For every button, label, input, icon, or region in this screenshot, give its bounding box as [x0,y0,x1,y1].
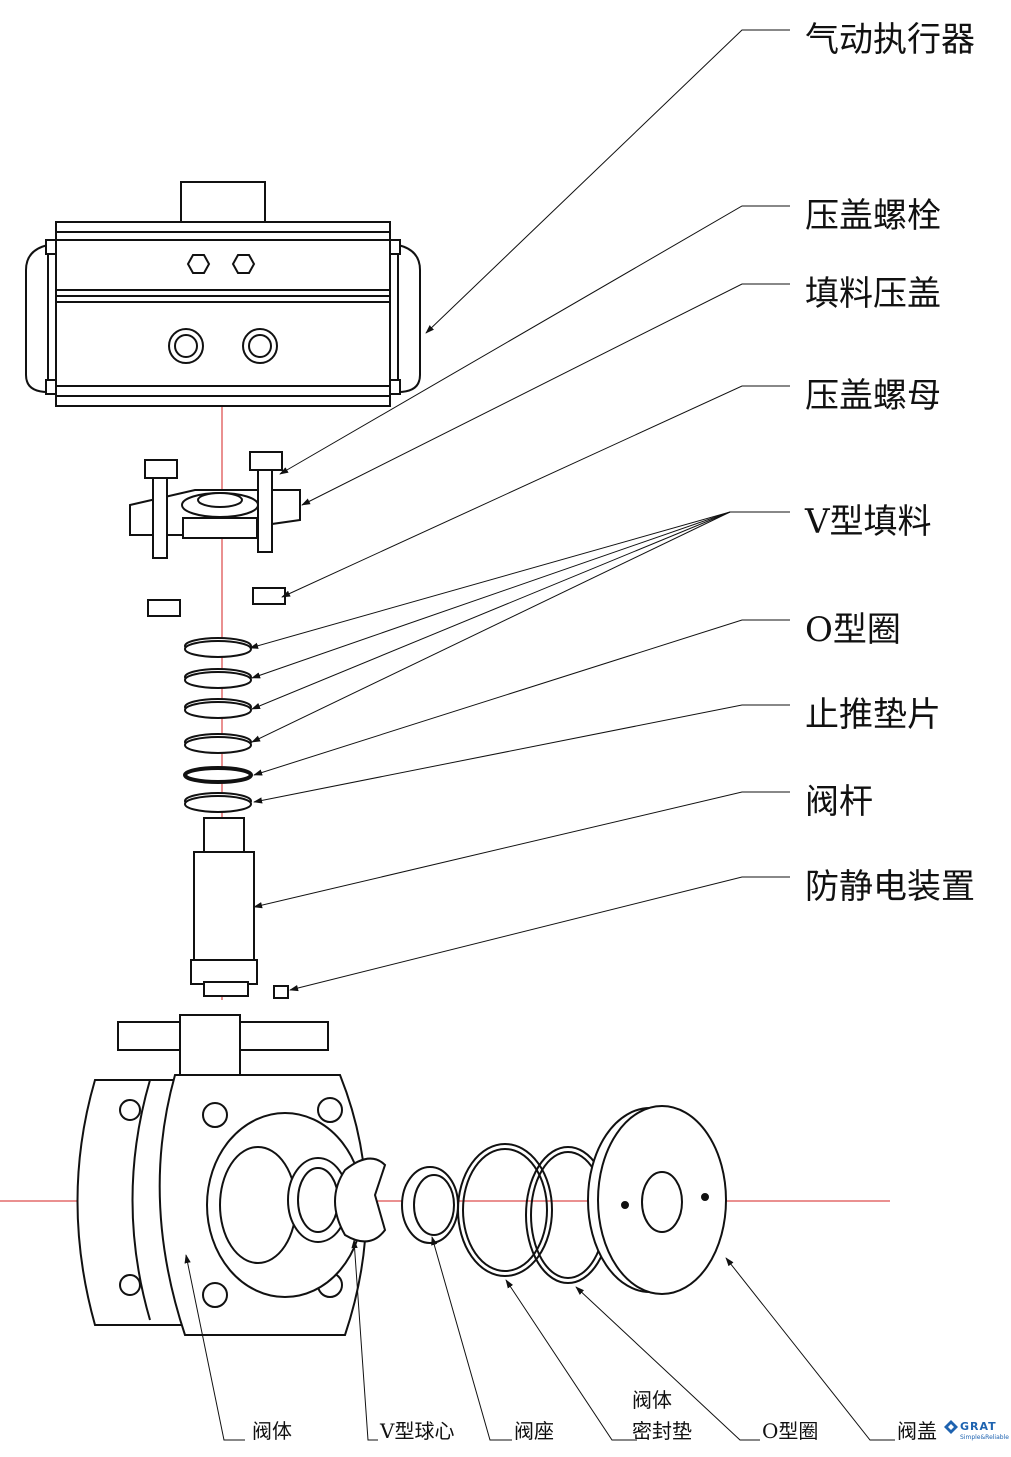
brand-logo: GRAT Simple&Reliable [944,1420,1009,1452]
center-lines [0,296,890,1202]
gland-assembly [129,451,301,559]
label-packing-gland: 填料压盖 [805,274,941,314]
leader-lines [184,29,895,1441]
label-body: 阀体 [252,1419,292,1443]
valve-body [76,1014,387,1336]
valve-stem [190,817,289,999]
label-o-ring: O型圈 [805,610,901,650]
label-v-packing: V型填料 [805,502,932,542]
label-thrust-washer: 止推垫片 [805,695,941,735]
label-seat: 阀座 [514,1419,554,1443]
body-gasket [457,1143,553,1277]
pneumatic-actuator [25,181,421,407]
label-pneumatic-actuator: 气动执行器 [805,20,975,60]
packing-rings [183,637,253,813]
logo-name: GRAT [960,1420,997,1433]
label-stem: 阀杆 [805,782,873,822]
label-antistatic-device: 防静电装置 [805,867,975,907]
logo-mark-icon [944,1420,958,1434]
label-body-gasket-1: 阀体 [632,1388,672,1412]
gland-nuts [147,587,286,617]
valve-bonnet [587,1105,727,1295]
label-o-ring-bottom: O型圈 [762,1419,819,1443]
label-body-gasket-2: 密封垫 [632,1419,692,1443]
logo-tagline: Simple&Reliable [960,1434,1009,1441]
label-bonnet: 阀盖 [897,1419,937,1443]
label-v-ball: V型球心 [380,1419,455,1443]
label-gland-nut: 压盖螺母 [805,376,941,416]
label-gland-bolt: 压盖螺栓 [805,196,941,236]
valve-seat [401,1166,459,1244]
